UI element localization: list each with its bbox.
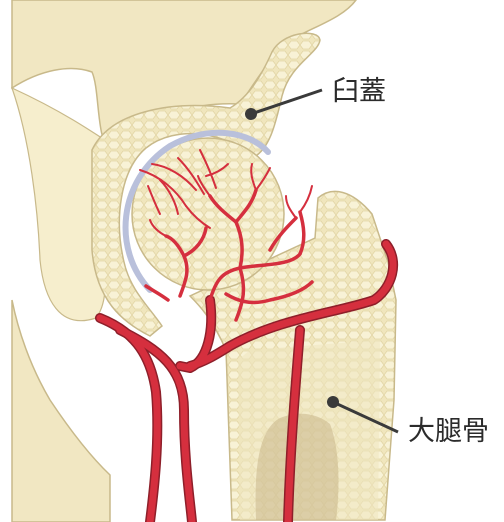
acetabulum-label: 臼蓋 — [332, 78, 386, 105]
acetabulum-marker — [245, 108, 257, 120]
femur-marker — [327, 396, 339, 408]
femur-label: 大腿骨 — [408, 418, 489, 445]
